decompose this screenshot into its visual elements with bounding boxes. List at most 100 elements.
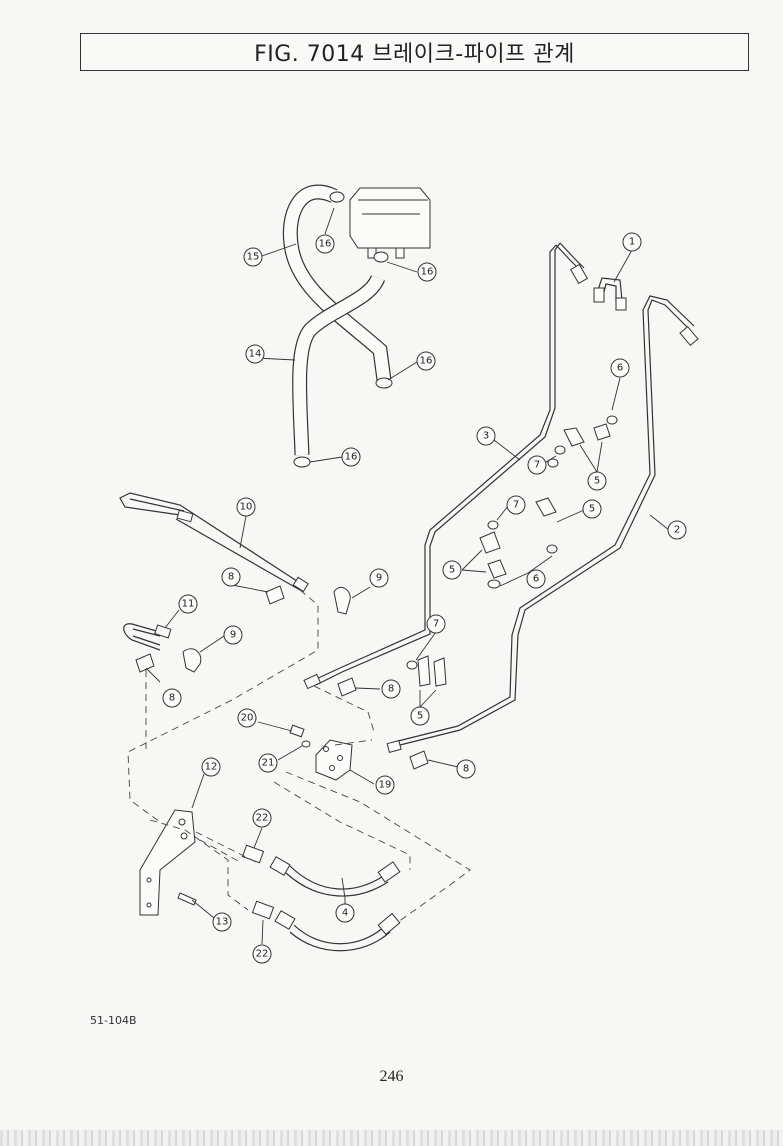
flexible-hose-4-upper [269,856,401,897]
hose-15 [282,184,392,381]
svg-text:7: 7 [534,460,540,471]
leader-lines [145,207,670,945]
callout-16b: 16 [417,262,437,282]
washer-6a [606,415,618,425]
clamp-5e [487,559,507,579]
svg-text:15: 15 [247,252,260,263]
callout-1: 1 [622,232,642,252]
clip-8a [265,585,285,605]
callout-19: 19 [375,775,395,795]
clip-8b [135,653,155,673]
bolt-13 [177,892,197,906]
callout-13: 13 [212,912,232,932]
hose-clamp-16a [329,191,345,203]
clamp-5f [417,655,431,687]
washer-6b [547,458,559,468]
hose-clamp-16b [373,251,389,263]
callout-22b: 22 [252,944,272,964]
callout-7c: 7 [426,614,446,634]
svg-text:16: 16 [421,267,434,278]
svg-text:10: 10 [240,502,253,513]
svg-text:8: 8 [228,572,234,583]
callout-11: 11 [178,594,198,614]
callout-16d: 16 [341,447,361,467]
brake-pipe-2 [386,295,699,753]
union-20 [289,724,305,738]
svg-text:20: 20 [241,713,254,724]
svg-text:22: 22 [256,813,269,824]
svg-text:11: 11 [182,599,195,610]
adapter-22b [251,900,275,920]
svg-text:4: 4 [342,908,348,919]
callout-9b: 9 [223,625,243,645]
elbow-9b [182,648,202,673]
callout-6a: 6 [610,358,630,378]
callout-10: 10 [236,497,256,517]
svg-text:5: 5 [449,565,455,576]
svg-text:21: 21 [262,758,275,769]
callout-4: 4 [335,903,355,923]
callout-12: 12 [201,757,221,777]
callout-20: 20 [237,708,257,728]
svg-text:9: 9 [230,630,236,641]
bracket-12 [139,809,196,916]
svg-text:6: 6 [533,574,539,585]
svg-text:5: 5 [594,476,600,487]
svg-text:6: 6 [617,363,623,374]
callout-2: 2 [667,520,687,540]
washer-6d [487,579,501,589]
callout-8d: 8 [456,759,476,779]
brake-pipe-3 [303,242,589,690]
document-code: 51-104B [90,1014,137,1027]
figure-title-box: FIG. 7014 브레이크-파이프 관계 [80,33,749,71]
page-number: 246 [379,1068,404,1085]
washer-21 [301,740,311,748]
svg-text:7: 7 [513,500,519,511]
svg-text:19: 19 [379,780,392,791]
svg-text:16: 16 [319,239,332,250]
callout-6b: 6 [526,569,546,589]
callout-8a: 8 [221,567,241,587]
clip-8d [409,750,429,770]
nut-7c [406,660,418,670]
svg-text:2: 2 [674,525,680,536]
svg-text:8: 8 [388,684,394,695]
nut-7b [487,520,499,530]
svg-text:12: 12 [205,762,218,773]
assembly-guide-lines [127,589,471,923]
junction-block-19 [315,739,353,781]
svg-text:1: 1 [629,237,635,248]
callout-14: 14 [245,344,265,364]
hose-clamp-16d [293,456,311,468]
callout-5b: 5 [582,499,602,519]
figure-title: FIG. 7014 브레이크-파이프 관계 [254,42,575,67]
clamp-5b [593,423,611,441]
svg-text:5: 5 [417,711,423,722]
svg-text:16: 16 [420,356,433,367]
callout-7a: 7 [527,455,547,475]
brake-pipe-1 [593,277,627,311]
callout-16a: 16 [315,234,335,254]
callout-21: 21 [258,753,278,773]
svg-text:13: 13 [216,917,229,928]
callout-9a: 9 [369,568,389,588]
callout-15: 15 [243,247,263,267]
callout-7b: 7 [506,495,526,515]
svg-text:7: 7 [433,619,439,630]
svg-text:8: 8 [463,764,469,775]
svg-text:5: 5 [589,504,595,515]
scan-edge-strip [0,1130,783,1146]
callout-5a: 5 [587,471,607,491]
callout-8c: 8 [381,679,401,699]
callout-5d: 5 [410,706,430,726]
brake-fluid-reservoir [349,187,431,259]
callout-8b: 8 [162,688,182,708]
washer-6c [546,544,558,554]
clip-8c [337,677,357,697]
nut-7a [554,445,566,455]
svg-text:14: 14 [249,349,262,360]
svg-text:22: 22 [256,949,269,960]
elbow-9a [333,587,351,615]
